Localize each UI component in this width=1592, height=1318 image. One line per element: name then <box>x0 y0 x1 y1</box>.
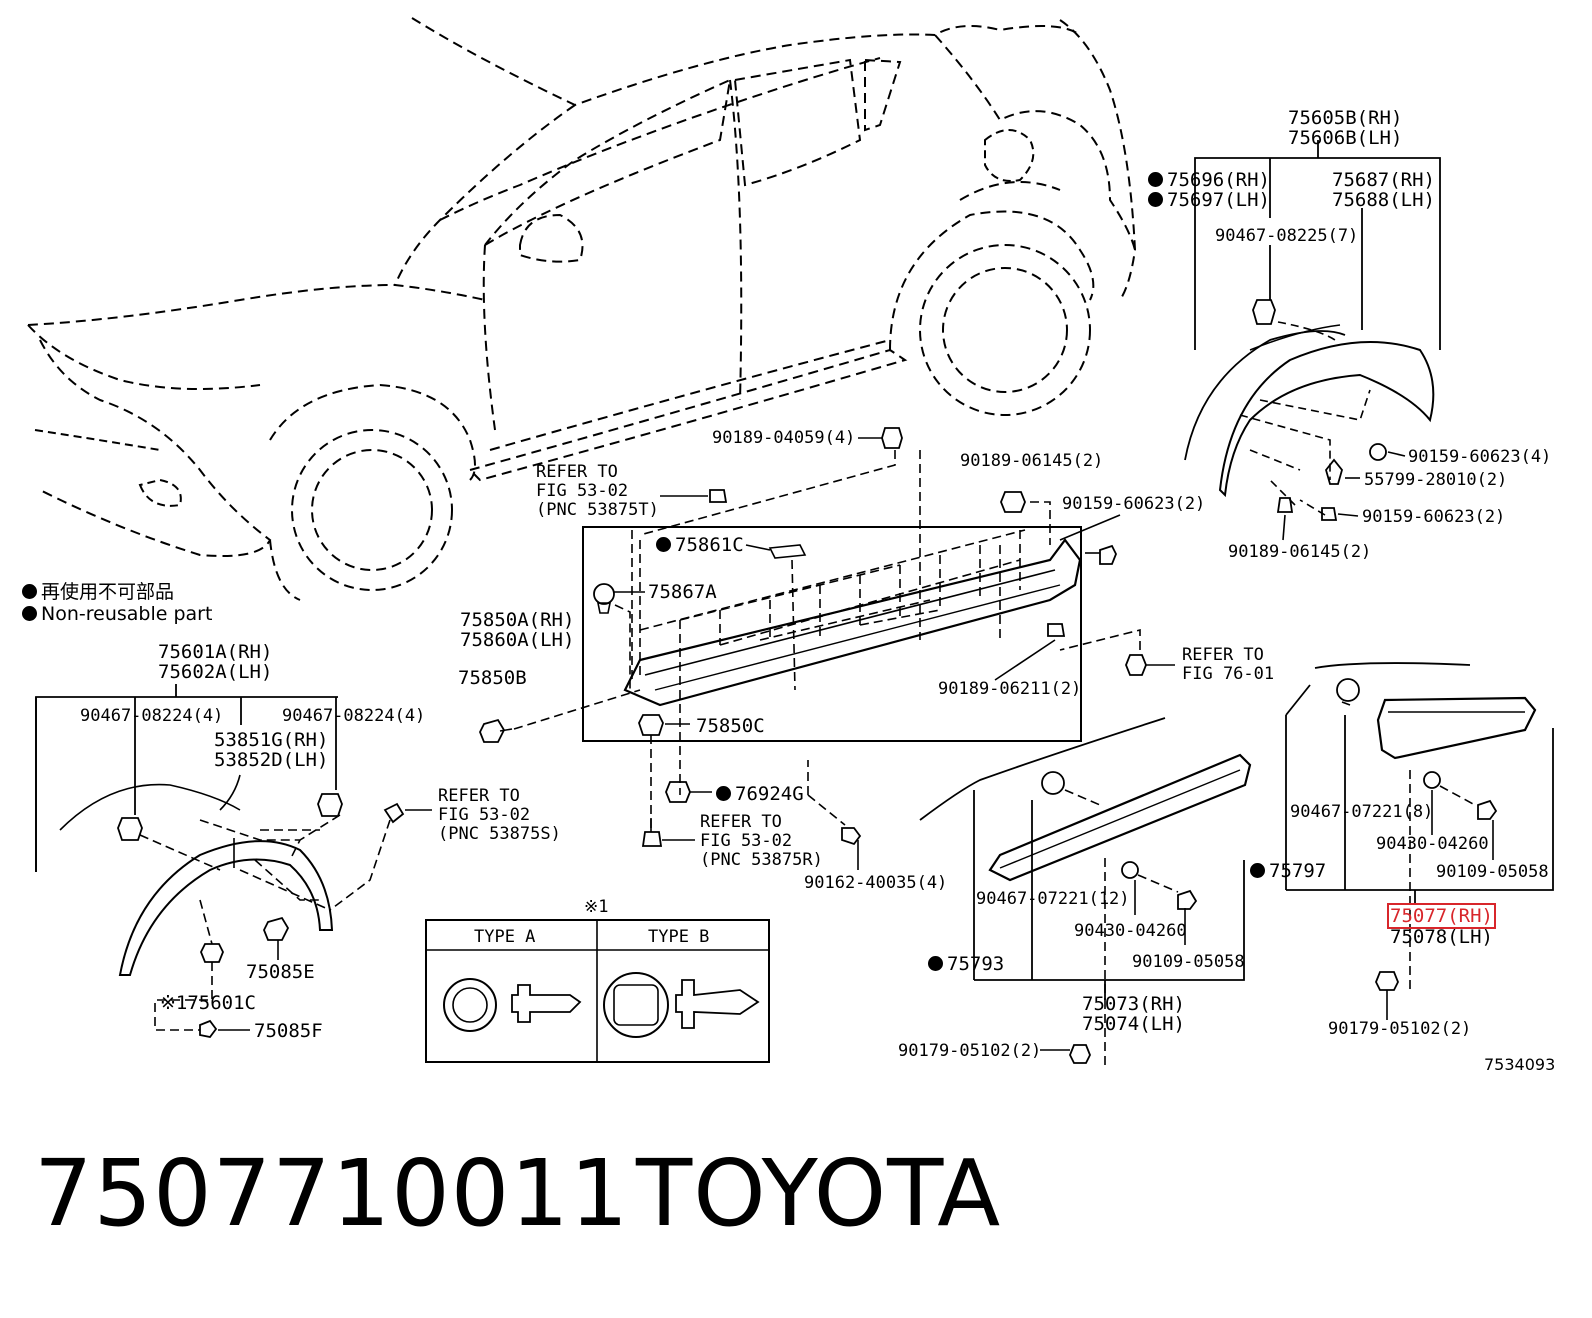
label-75085f[interactable]: 75085F <box>254 1020 323 1042</box>
label-75602a[interactable]: 75602A(LH) <box>158 661 273 683</box>
label-76924g-text: 76924G <box>735 783 804 805</box>
refer-53875t-2[interactable]: FIG 53-02 <box>536 481 629 501</box>
refer-53875r-2[interactable]: FIG 53-02 <box>700 831 793 851</box>
label-90109-05058-mid[interactable]: 90109-05058 <box>1132 952 1245 972</box>
non-reusable-icon <box>656 537 671 552</box>
bullet-icon <box>22 606 37 621</box>
label-75606b[interactable]: 75606B(LH) <box>1288 127 1403 149</box>
label-55799-28010[interactable]: 55799-28010(2) <box>1364 470 1508 490</box>
refer-53875t-1[interactable]: REFER TO <box>536 462 618 482</box>
label-90430-04260-mid[interactable]: 90430-04260 <box>1074 921 1187 941</box>
type-a-header: TYPE A <box>474 927 536 947</box>
label-75697-text: 75697(LH) <box>1167 189 1270 211</box>
non-reusable-icon <box>1250 863 1265 878</box>
label-90159-60623-4[interactable]: 90159-60623(4) <box>1408 447 1552 467</box>
label-75860a[interactable]: 75860A(LH) <box>460 629 575 651</box>
label-90430-04260-right[interactable]: 90430-04260 <box>1376 834 1489 854</box>
type-b-header: TYPE B <box>648 927 710 947</box>
label-75861c-text: 75861C <box>675 534 744 556</box>
label-90179-05102-right[interactable]: 90179-05102(2) <box>1328 1019 1472 1039</box>
refer-76-01-1[interactable]: REFER TO <box>1182 645 1264 665</box>
car-outline <box>27 17 1137 601</box>
label-75850c[interactable]: 75850C <box>696 715 765 737</box>
legend-en: Non-reusable part <box>22 603 212 625</box>
label-76924g[interactable]: 76924G <box>716 784 804 804</box>
rear-arch-molding <box>1184 140 1441 541</box>
label-75861c[interactable]: 75861C <box>656 535 744 555</box>
refer-53875s-3[interactable]: (PNC 53875S) <box>438 824 561 844</box>
label-90467-07221-12[interactable]: 90467-07221(12) <box>976 889 1130 909</box>
label-75078[interactable]: 75078(LH) <box>1390 926 1493 948</box>
label-90189-06211[interactable]: 90189-06211(2) <box>938 679 1082 699</box>
label-90467-08224-a[interactable]: 90467-08224(4) <box>80 706 224 726</box>
non-reusable-icon <box>1148 192 1163 207</box>
refer-53875r-3[interactable]: (PNC 53875R) <box>700 850 823 870</box>
footer-brand: TOYOTA <box>636 1140 1002 1247</box>
non-reusable-icon <box>716 786 731 801</box>
refer-53875s-2[interactable]: FIG 53-02 <box>438 805 531 825</box>
bullet-icon <box>22 584 37 599</box>
label-75605b[interactable]: 75605B(RH) <box>1288 107 1403 129</box>
legend-en-text: Non-reusable part <box>41 603 213 625</box>
label-75085e[interactable]: 75085E <box>246 961 315 983</box>
label-90467-08225[interactable]: 90467-08225(7) <box>1215 226 1359 246</box>
label-90179-05102-mid[interactable]: 90179-05102(2) <box>898 1041 1042 1061</box>
label-90189-06145-right[interactable]: 90189-06145(2) <box>1228 542 1372 562</box>
refer-53875s-1[interactable]: REFER TO <box>438 786 520 806</box>
footer-part-number: 7507710011 <box>34 1140 630 1247</box>
label-75688[interactable]: 75688(LH) <box>1332 189 1435 211</box>
rocker-panel <box>479 427 1175 870</box>
label-75850a[interactable]: 75850A(RH) <box>460 609 575 631</box>
label-75601c[interactable]: ※175601C <box>160 992 256 1014</box>
label-75696-text: 75696(RH) <box>1167 169 1270 191</box>
label-90109-05058-right[interactable]: 90109-05058 <box>1436 862 1549 882</box>
label-53852d[interactable]: 53852D(LH) <box>214 749 329 771</box>
label-90467-08224-b[interactable]: 90467-08224(4) <box>282 706 426 726</box>
label-75696[interactable]: 75696(RH) <box>1148 170 1270 190</box>
label-75867a[interactable]: 75867A <box>648 581 717 603</box>
non-reusable-icon <box>1148 172 1163 187</box>
label-90162-40035[interactable]: 90162-40035(4) <box>804 873 948 893</box>
label-90189-04059[interactable]: 90189-04059(4) <box>712 428 856 448</box>
legend-jp-text: 再使用不可部品 <box>41 581 175 603</box>
refer-53875t-3[interactable]: (PNC 53875T) <box>536 500 659 520</box>
label-90159-60623-2-right[interactable]: 90159-60623(2) <box>1362 507 1506 527</box>
type-table <box>425 919 770 1063</box>
label-75797[interactable]: 75797 <box>1250 861 1326 881</box>
front-door-molding <box>919 717 1252 1070</box>
rear-door-molding <box>1285 662 1554 1020</box>
label-53851g[interactable]: 53851G(RH) <box>214 729 329 751</box>
label-75601a[interactable]: 75601A(RH) <box>158 641 273 663</box>
front-arch-molding <box>35 684 432 1038</box>
refer-76-01-2[interactable]: FIG 76-01 <box>1182 664 1275 684</box>
figure-number: 7534093 <box>1484 1055 1556 1074</box>
non-reusable-icon <box>928 956 943 971</box>
label-75074[interactable]: 75074(LH) <box>1082 1013 1185 1035</box>
label-75793-text: 75793 <box>947 953 1005 975</box>
label-90467-07221-8[interactable]: 90467-07221(8) <box>1290 802 1434 822</box>
label-75797-text: 75797 <box>1269 860 1327 882</box>
label-90189-06145-center[interactable]: 90189-06145(2) <box>960 451 1104 471</box>
label-75793[interactable]: 75793 <box>928 954 1004 974</box>
label-75687[interactable]: 75687(RH) <box>1332 169 1435 191</box>
legend-jp: 再使用不可部品 <box>22 577 174 604</box>
label-75073[interactable]: 75073(RH) <box>1082 993 1185 1015</box>
label-75697[interactable]: 75697(LH) <box>1148 190 1270 210</box>
label-75077-highlighted[interactable]: 75077(RH) <box>1387 903 1496 929</box>
label-75850b[interactable]: 75850B <box>458 667 527 689</box>
label-90159-60623-center[interactable]: 90159-60623(2) <box>1062 494 1206 514</box>
refer-53875r-1[interactable]: REFER TO <box>700 812 782 832</box>
type-mark: ※1 <box>584 897 609 917</box>
